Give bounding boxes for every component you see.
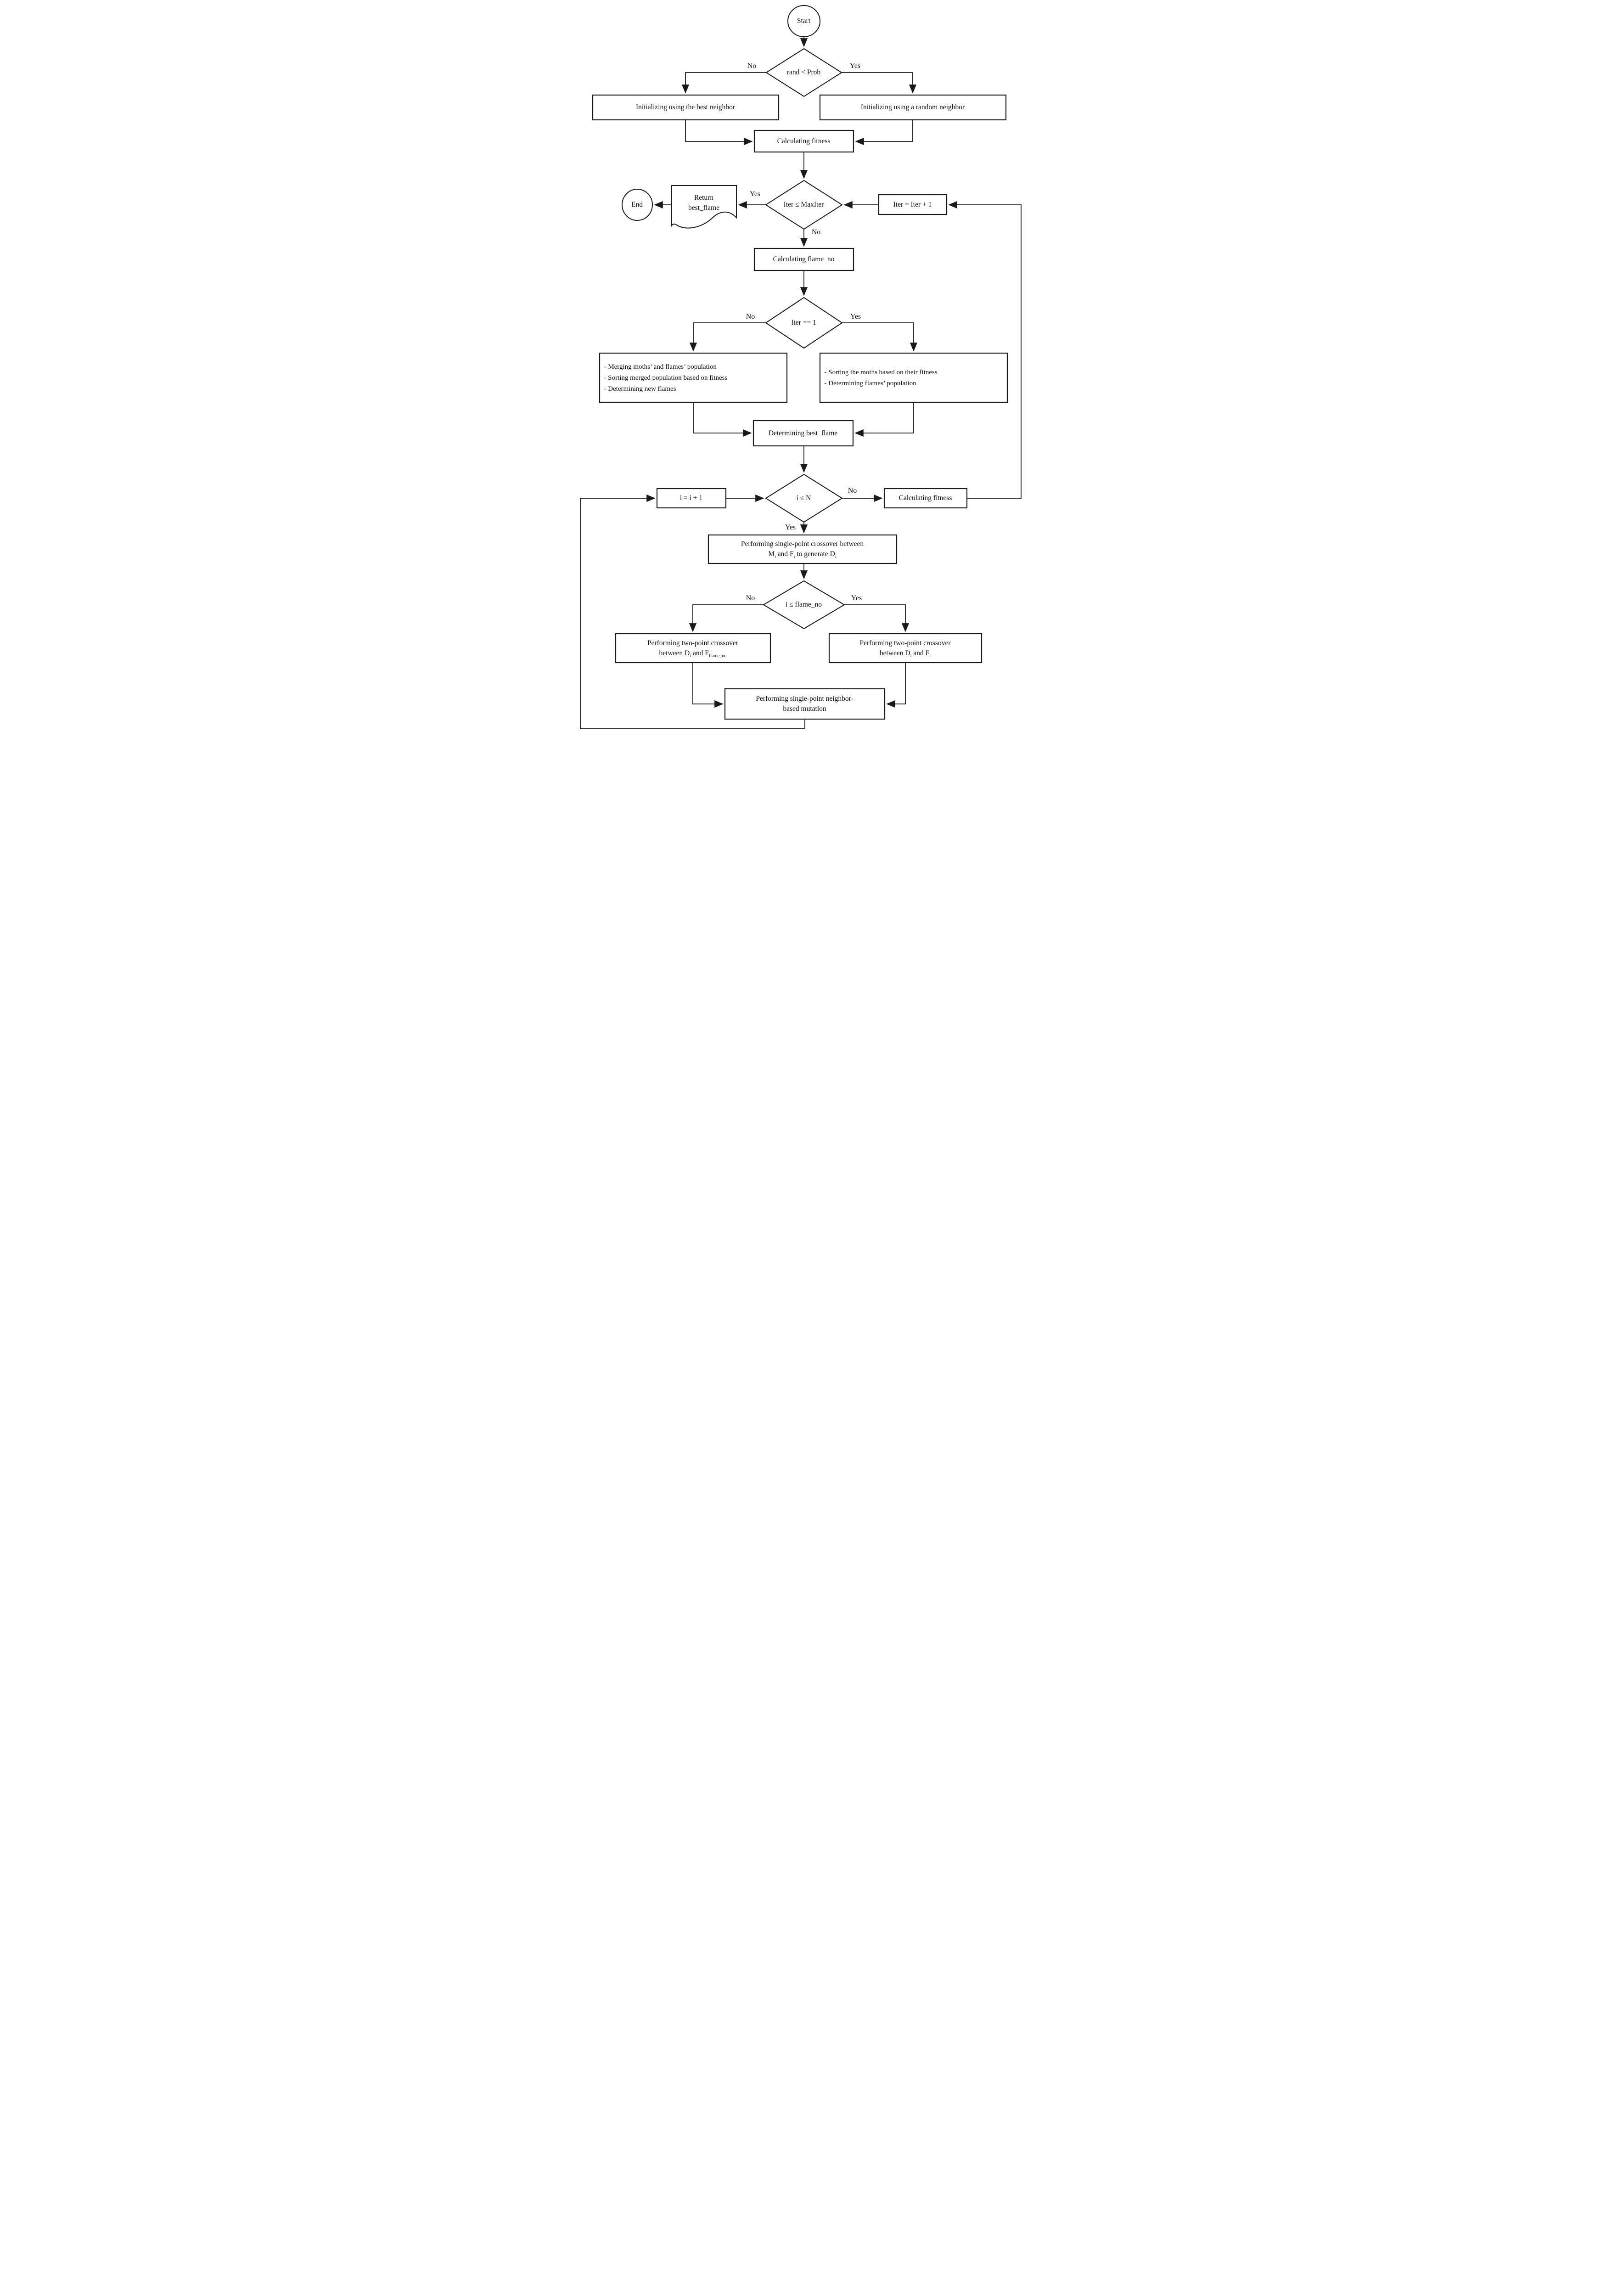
edge-init-best-to-calc-fitness [685, 120, 753, 146]
tp-left-line1: Performing two-point crossover [647, 639, 739, 647]
init-random-box-shape [819, 94, 1006, 121]
subscript: i [775, 554, 776, 560]
init-best-neighbor-step: Initializing using the best neighbor [635, 103, 736, 111]
i-n-condition: i ≤ N [796, 494, 811, 502]
edge-init-random-to-calc-fitness [854, 120, 913, 146]
edge-iter1-yes-to-sort [842, 322, 917, 352]
calc-flame-no-box-shape [753, 248, 854, 271]
edge-merge-to-detbf [692, 402, 752, 437]
sort-item-1: - Sorting the moths based on their fitne… [824, 368, 938, 376]
two-point-right-box-shape [828, 633, 982, 664]
branch-label-yes-iter1: Yes [850, 313, 861, 321]
return-best-flame-output: Return best_flame [672, 186, 736, 220]
sort-box-shape [819, 352, 1008, 403]
iter-maxiter-condition: Iter ≤ MaxIter [783, 201, 824, 208]
mutation-line1: Performing single-point neighbor- [756, 695, 854, 703]
text-part: and F [691, 649, 709, 657]
subscript: i [929, 653, 931, 658]
edge-tpright-to-mutation [886, 663, 906, 708]
iter-equals-1-condition: Iter == 1 [791, 319, 816, 326]
branch-label-yes-rand: Yes [849, 62, 861, 70]
rand-prob-diamond-shape [765, 48, 842, 97]
calc-fitness-right-box-shape [883, 488, 967, 509]
subscript: i [835, 554, 837, 560]
merge-item-3: - Determining new flames [604, 385, 676, 393]
i-increment-step: i = i + 1 [679, 494, 703, 502]
calc-fitness-top-step: Calculating fitness [777, 137, 831, 145]
two-point-crossover-left-step: Performing two-point crossover between D… [616, 634, 770, 663]
subscript: i [793, 554, 795, 560]
start-label: Start [797, 17, 811, 25]
crossover-line1: Performing single-point crossover betwee… [741, 540, 864, 548]
merge-item-2: - Sorting merged population based on fit… [604, 374, 728, 382]
init-random-neighbor-step: Initializing using a random neighbor [860, 103, 965, 111]
determining-best-flame-step: Determining best_flame [768, 429, 838, 437]
mutation-step: Performing single-point neighbor- based … [725, 689, 885, 719]
text-part: between D [659, 649, 690, 657]
branch-label-no-itermax: No [811, 228, 821, 236]
branch-label-yes-in: Yes [785, 523, 796, 531]
merge-box-shape [599, 352, 787, 403]
flowchart-shapes [579, 5, 1022, 729]
tp-right-line2: between Di and Fi [880, 648, 931, 658]
iter-increment-step: Iter = Iter + 1 [893, 200, 932, 208]
edge-sort-to-detbf [854, 402, 914, 437]
start-terminator-shape [787, 5, 820, 37]
text-part: between D [879, 649, 910, 657]
branch-label-yes-itermax: Yes [749, 190, 761, 198]
text-part: and F [775, 550, 794, 558]
determining-best-flame-box-shape [752, 420, 854, 447]
single-point-crossover-box-shape [708, 534, 897, 564]
two-point-crossover-right-step: Performing two-point crossover between D… [829, 634, 982, 663]
edge-diflame-yes-to-tpright [844, 604, 909, 632]
i-n-diamond-shape [764, 473, 843, 523]
crossover-line2: Mi and Fi to generate Di [768, 549, 836, 559]
edge-rand-yes-to-init-random [841, 72, 916, 94]
tp-right-line1: Performing two-point crossover [859, 639, 951, 647]
init-best-box-shape [592, 94, 779, 121]
merge-item-1: - Merging moths’ and flames’ population [604, 363, 717, 371]
calc-flame-no-step: Calculating flame_no [773, 255, 835, 263]
edge-tpleft-to-mutation [692, 663, 724, 708]
i-flame-no-diamond-shape [762, 580, 845, 630]
i-increment-box-shape [656, 488, 726, 509]
branch-label-no-iflame: No [746, 594, 755, 602]
single-point-crossover-step: Performing single-point crossover betwee… [708, 535, 897, 563]
iter-equals-1-diamond-shape [764, 297, 843, 349]
return-best-flame-document-shape [671, 185, 737, 229]
sort-moths-step: - Sorting the moths based on their fitne… [820, 353, 1007, 402]
end-terminator-shape [621, 189, 653, 221]
subscript: flame_no [708, 653, 727, 658]
edge-diflame-no-to-tpleft [689, 604, 764, 632]
flowchart-canvas: Start rand < Prob Initializing using the… [572, 0, 1034, 733]
subscript: i [910, 653, 912, 658]
text-part: and F [911, 649, 930, 657]
calc-fitness-right-step: Calculating fitness [898, 494, 952, 502]
rand-prob-condition: rand < Prob [786, 68, 821, 76]
edge-rand-no-to-init-best [681, 72, 766, 94]
edge-calc-fitness2-to-iterinc [948, 201, 1022, 499]
branch-label-yes-iflame: Yes [851, 594, 862, 602]
edge-iter1-no-to-merge [689, 322, 766, 352]
mutation-box-shape [724, 688, 885, 720]
branch-label-no-rand: No [747, 62, 757, 70]
calc-fitness-top-box-shape [753, 129, 854, 153]
subscript: i [690, 653, 691, 658]
return-line2: best_flame [688, 204, 719, 212]
branch-label-no-iter1: No [746, 313, 755, 321]
end-label: End [631, 201, 643, 208]
iter-maxiter-diamond-shape [764, 180, 843, 230]
branch-label-no-in: No [848, 487, 857, 495]
two-point-left-box-shape [615, 633, 771, 664]
sort-item-2: - Determining flames’ population [824, 379, 916, 387]
return-line1: Return [694, 194, 714, 202]
i-flame-no-condition: i ≤ flame_no [785, 601, 822, 608]
text-part: to generate D [795, 550, 835, 558]
text-part: M [768, 550, 775, 558]
edge-mutation-loop-to-iinc [579, 494, 805, 729]
tp-left-line2: between Di and Fflame_no [659, 648, 727, 658]
iter-increment-box-shape [878, 194, 947, 215]
mutation-line2: based mutation [783, 705, 826, 713]
merge-population-step: - Merging moths’ and flames’ population … [600, 353, 787, 402]
